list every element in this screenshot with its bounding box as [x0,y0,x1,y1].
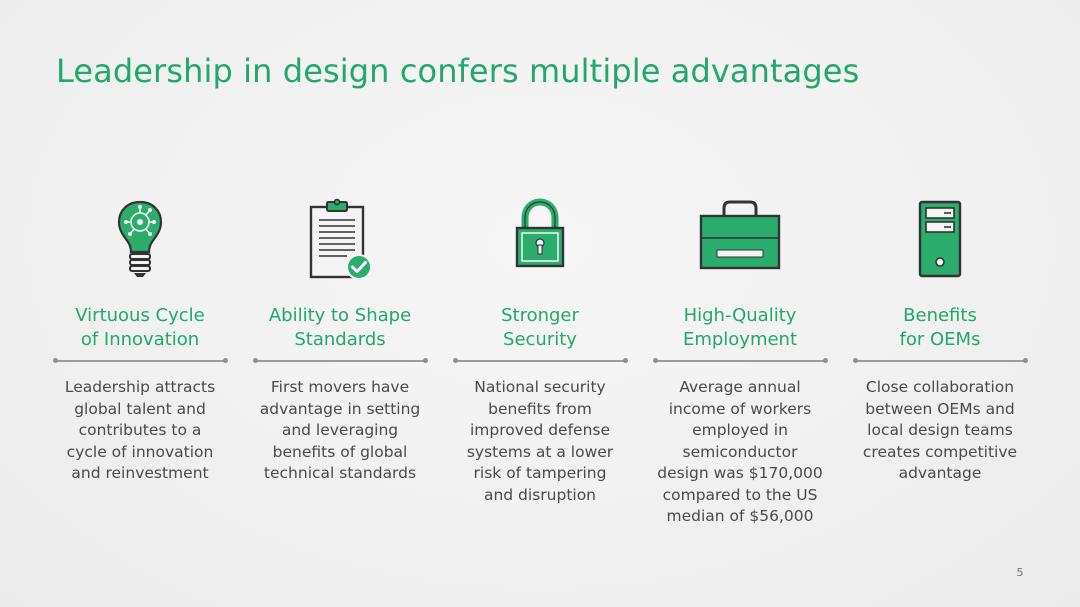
column-body: Close collaboration between OEMs and loc… [862,378,1018,482]
divider [253,358,428,364]
column-heading: Benefits for OEMs [899,305,981,350]
column-oems: Benefits for OEMs Close collaboration be… [840,198,1040,538]
divider [453,358,628,364]
advantages-columns: Virtuous Cycle of Innovation Leadership … [40,198,1040,538]
divider [53,358,228,364]
column-heading: High-Quality Employment [682,305,798,350]
server-tower-icon [918,200,962,278]
column-body: First movers have advantage in setting a… [259,378,421,482]
padlock-icon [515,198,565,268]
column-body: National security benefits from improved… [466,378,614,504]
clipboard-check-icon [309,198,372,280]
column-heading: Ability to Shape Standards [268,305,412,350]
slide-title: Leadership in design confers multiple ad… [56,52,860,90]
divider [653,358,828,364]
column-heading: Stronger Security [501,305,579,350]
column-standards: Ability to Shape Standards First movers … [240,198,440,538]
divider [853,358,1028,364]
column-innovation: Virtuous Cycle of Innovation Leadership … [40,198,240,538]
briefcase-icon [699,200,781,270]
column-heading: Virtuous Cycle of Innovation [75,305,205,350]
column-security: Stronger Security National security bene… [440,198,640,538]
lightbulb-circuit-icon [117,200,163,277]
column-body: Average annual income of workers employe… [657,378,823,525]
column-body: Leadership attracts global talent and co… [64,378,216,482]
column-employment: High-Quality Employment Average annual i… [640,198,840,538]
page-number: 5 [1016,566,1024,579]
